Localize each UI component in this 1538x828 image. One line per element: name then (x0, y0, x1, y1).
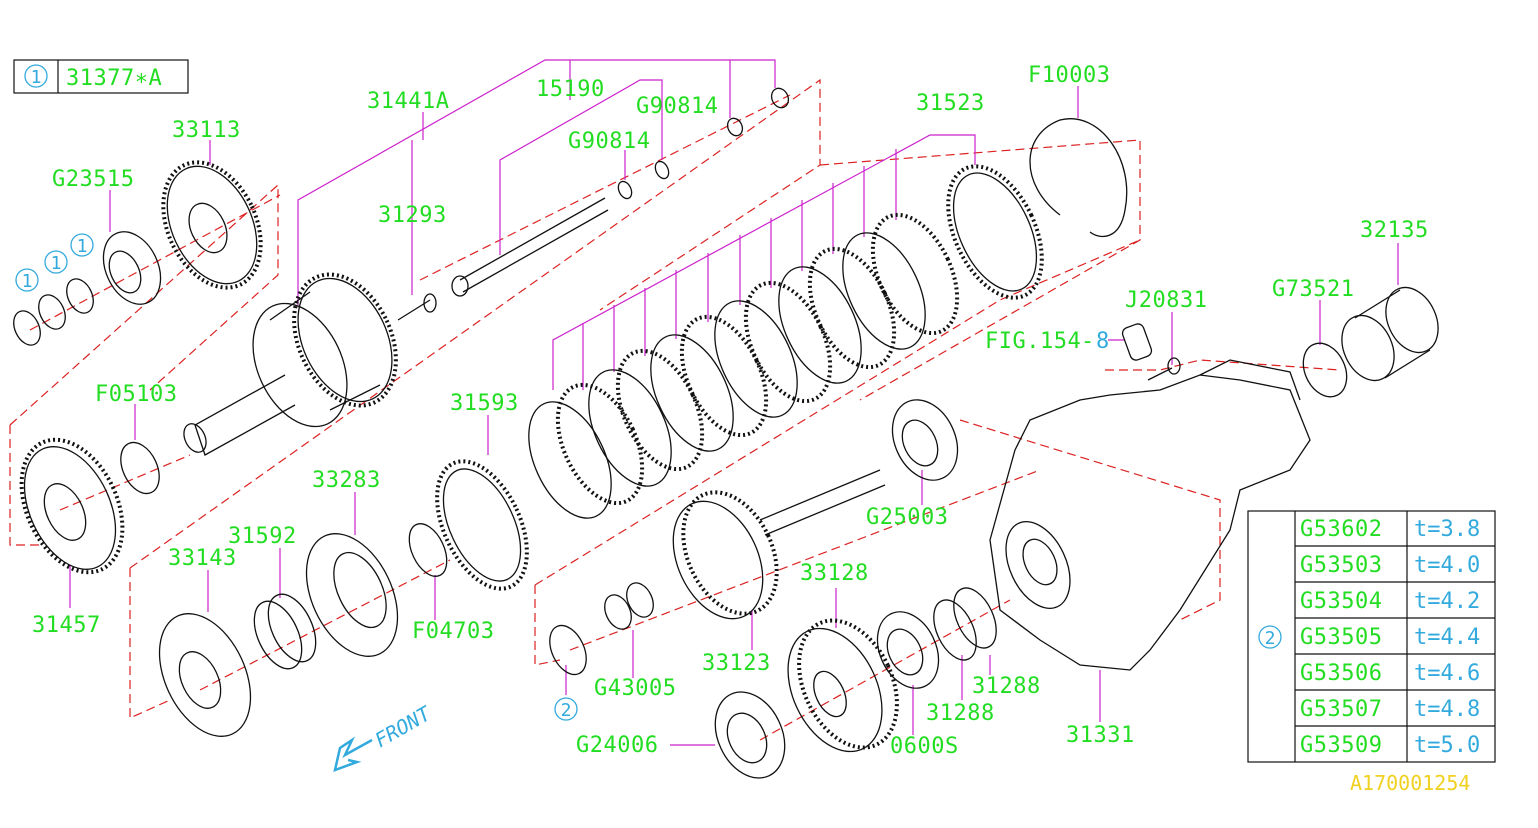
label-g25003: G25003 (866, 505, 948, 530)
leader-lines (69, 59, 1399, 746)
bearing-33143 (158, 613, 252, 737)
gear-33128 (787, 618, 899, 753)
ref1-callout-c: 1 (77, 236, 88, 257)
bearing-g23515 (102, 231, 162, 305)
fig-ref-suffix: 8 (1096, 329, 1109, 354)
seals-31288 (933, 587, 997, 661)
snap-ring-f04703 (408, 523, 448, 577)
legend-ref-circle (24, 64, 48, 88)
shim-part: G53505 (1300, 625, 1382, 650)
drum-31441a (183, 272, 398, 456)
front-arrow: FRONT (333, 700, 437, 772)
snap-ring-group (13, 278, 94, 346)
washer-ref2 (549, 624, 587, 676)
bearing-g24006 (714, 691, 786, 779)
shaft-15190 (397, 197, 609, 321)
label-33128: 33128 (800, 561, 869, 586)
label-31441a: 31441A (367, 89, 449, 114)
shim-table-ref-circle (1258, 625, 1282, 649)
assembly-guides (9, 78, 1341, 741)
ref1-callout-b: 1 (51, 253, 62, 274)
label-31592: 31592 (228, 524, 297, 549)
label-f10003: F10003 (1028, 63, 1110, 88)
bolt-j20831 (1147, 357, 1181, 381)
needle-bearing-g43005 (604, 582, 654, 630)
shim-part: G53506 (1300, 661, 1382, 686)
snap-ring-f10003 (1029, 118, 1128, 238)
shim-part: G53509 (1300, 733, 1382, 758)
shim-thickness: t=4.4 (1414, 625, 1480, 650)
label-j20831: J20831 (1125, 288, 1207, 313)
label-f05103: F05103 (95, 382, 177, 407)
label-31523: 31523 (916, 91, 985, 116)
gear-33123 (672, 469, 886, 620)
bearing-g73521 (1302, 342, 1348, 398)
shim-part: G53507 (1300, 697, 1382, 722)
label-f04703: F04703 (412, 619, 494, 644)
shim-part: G53602 (1300, 517, 1382, 542)
label-g90814-lower: G90814 (568, 129, 650, 154)
label-31457: 31457 (32, 613, 101, 638)
clutch-pack-31523 (528, 164, 1044, 519)
snap-ring-f05103 (120, 441, 160, 495)
legend-part-number: 31377∗A (66, 66, 162, 91)
label-g90814-upper: G90814 (636, 94, 718, 119)
seal-31592 (253, 593, 317, 670)
shim-thickness: t=4.0 (1414, 553, 1480, 578)
shim-thickness: t=5.0 (1414, 733, 1480, 758)
shim-part: G53503 (1300, 553, 1382, 578)
label-31331: 31331 (1066, 723, 1135, 748)
label-g43005: G43005 (594, 676, 676, 701)
diagram-id: A170001254 (1350, 771, 1470, 795)
washers-g90814 (617, 87, 790, 200)
shim-part: G53504 (1300, 589, 1382, 614)
label-31288-left: 31288 (926, 701, 995, 726)
svg-text:-: - (1081, 329, 1095, 354)
legend-box: 1 31377∗A (13, 59, 189, 94)
shim-thickness: t=4.2 (1414, 589, 1480, 614)
label-32135: 32135 (1360, 218, 1429, 243)
label-31288-right: 31288 (972, 674, 1041, 699)
label-g23515: G23515 (52, 167, 134, 192)
label-g73521: G73521 (1272, 277, 1354, 302)
front-label: FRONT (371, 700, 437, 752)
plate-31593 (435, 459, 529, 591)
gear-33113 (161, 160, 263, 290)
shim-table-ref: 2 (1265, 628, 1276, 649)
shim-thickness: t=4.6 (1414, 661, 1480, 686)
piston-33283 (305, 533, 399, 657)
label-33123: 33123 (702, 651, 771, 676)
label-33283: 33283 (312, 468, 381, 493)
sleeve-32135 (1341, 286, 1439, 382)
part-labels: 31441A 15190 G90814 G90814 33113 G23515 … (32, 63, 1429, 759)
label-33143: 33143 (168, 546, 237, 571)
shim-thickness: t=4.8 (1414, 697, 1480, 722)
plate-fig154 (1121, 323, 1153, 361)
label-33113: 33113 (172, 118, 241, 143)
bearing-g25003 (891, 399, 959, 481)
ref-callouts: 1 1 1 2 (15, 233, 578, 721)
legend-ref-number: 1 (31, 67, 42, 88)
label-g24006: G24006 (576, 733, 658, 758)
fig-reference: FIG.154 - 8 (985, 329, 1109, 354)
label-0600s: 0600S (890, 734, 959, 759)
label-31593: 31593 (450, 391, 519, 416)
label-15190: 15190 (536, 77, 605, 102)
ref1-callout-a: 1 (22, 271, 33, 292)
bearing-31457 (19, 437, 125, 575)
fig-ref-label: FIG.154 (985, 329, 1081, 354)
label-31293: 31293 (378, 203, 447, 228)
shim-table: 2 G53602 t=3.8 G53503 t=4.0 G53504 t=4.2… (1247, 510, 1496, 763)
shim-thickness: t=3.8 (1414, 517, 1480, 542)
ref2-callout: 2 (561, 700, 572, 721)
bearing-0600s (876, 611, 940, 689)
case-31331 (989, 359, 1311, 671)
